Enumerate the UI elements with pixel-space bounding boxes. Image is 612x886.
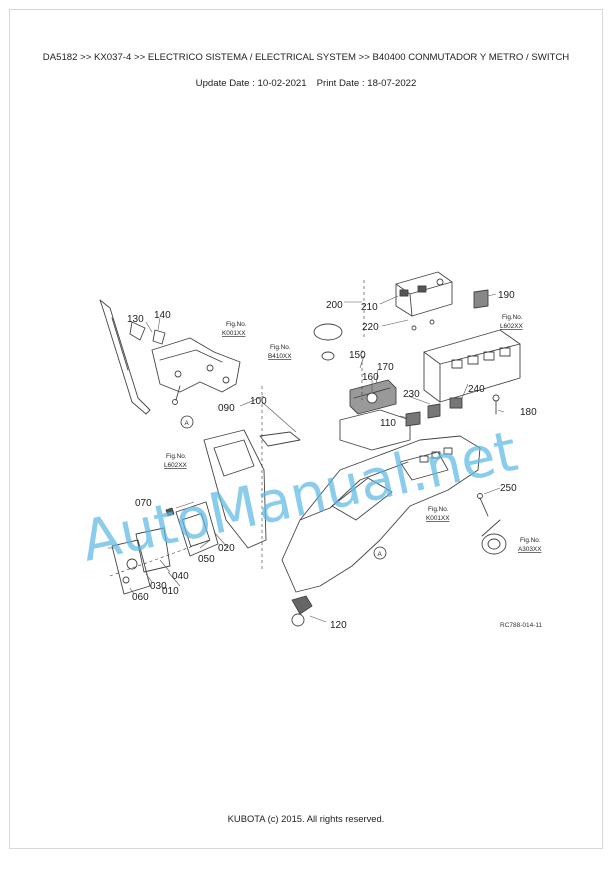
svg-text:L602XX: L602XX — [164, 462, 187, 469]
svg-text:Fig.No.: Fig.No. — [166, 453, 187, 460]
callout-180: 180 — [520, 407, 537, 418]
meter-panel-drawing — [111, 429, 267, 595]
callout-090: 090 — [218, 403, 235, 414]
callout-250: 250 — [500, 483, 517, 494]
view-marker-a-bottom: A — [373, 546, 387, 560]
callout-190: 190 — [498, 290, 515, 301]
view-markers: A A — [180, 415, 387, 560]
svg-text:B410XX: B410XX — [268, 353, 292, 360]
callout-100: 100 — [250, 396, 267, 407]
svg-text:Fig.No.: Fig.No. — [428, 506, 449, 513]
callout-070: 070 — [135, 498, 152, 509]
svg-text:A: A — [378, 551, 383, 558]
callout-170: 170 — [377, 362, 394, 373]
svg-text:Fig.No.: Fig.No. — [226, 321, 247, 328]
breadcrumb: DA5182 >> KX037-4 >> ELECTRICO SISTEMA /… — [42, 52, 570, 63]
callout-120: 120 — [330, 620, 347, 631]
lever-bracket-drawing — [99, 299, 241, 415]
copyright-footer: KUBOTA (c) 2015. All rights reserved. — [227, 813, 385, 824]
view-marker-a-top: A — [180, 415, 194, 429]
fig-ref-a303xx: Fig.No. A303XX — [518, 537, 542, 553]
svg-text:Fig.No.: Fig.No. — [520, 537, 541, 544]
page-border — [9, 9, 603, 849]
fig-ref-l602xx-right: Fig.No. L602XX — [500, 314, 523, 330]
callout-220: 220 — [362, 322, 379, 333]
callout-060: 060 — [132, 592, 149, 603]
callout-130: 130 — [127, 314, 144, 325]
callout-110: 110 — [380, 418, 396, 429]
svg-text:K001XX: K001XX — [426, 515, 450, 522]
watermark-text: AutoManual.net — [76, 419, 523, 575]
print-date: Print Date : 18-07-2022 — [316, 78, 417, 89]
callout-020: 020 — [218, 543, 235, 554]
callout-200: 200 — [326, 300, 343, 311]
leader-lines — [108, 293, 505, 623]
switch-panel-drawing — [395, 271, 521, 403]
callout-labels: 010 020 030 040 050 060 070 090 100 110 … — [127, 290, 537, 631]
callout-160: 160 — [362, 372, 379, 383]
figure-references: Fig.No. K001XX Fig.No. B410XX Fig.No. L6… — [164, 314, 542, 553]
date-line: Update Date : 10-02-2021 Print Date : 18-… — [0, 78, 612, 89]
update-date: Update Date : 10-02-2021 — [195, 78, 307, 89]
gauge-drawing — [259, 319, 507, 555]
drawing-id: RC788-014-11 — [500, 622, 543, 629]
callout-030: 030 — [150, 581, 167, 592]
callout-140: 140 — [154, 310, 171, 321]
svg-text:L602XX: L602XX — [500, 323, 523, 330]
svg-text:K001XX: K001XX — [222, 330, 246, 337]
dash-lines — [109, 280, 365, 577]
fig-ref-b410xx: Fig.No. B410XX — [268, 344, 292, 360]
callout-010: 010 — [162, 586, 179, 597]
svg-text:A: A — [185, 420, 190, 427]
fig-ref-k001xx-bottom: Fig.No. K001XX — [426, 506, 450, 522]
callout-240: 240 — [468, 384, 485, 395]
callout-210: 210 — [361, 302, 378, 313]
fig-ref-k001xx-top: Fig.No. K001XX — [222, 321, 247, 337]
svg-text:Fig.No.: Fig.No. — [270, 344, 291, 351]
svg-text:Fig.No.: Fig.No. — [502, 314, 523, 321]
svg-text:A303XX: A303XX — [518, 546, 542, 553]
callout-050: 050 — [198, 554, 215, 565]
console-drawing — [281, 379, 481, 627]
callout-150: 150 — [349, 350, 366, 361]
callout-230: 230 — [403, 389, 420, 400]
callout-040: 040 — [172, 571, 189, 582]
fig-ref-l602xx-left: Fig.No. L602XX — [164, 453, 187, 469]
